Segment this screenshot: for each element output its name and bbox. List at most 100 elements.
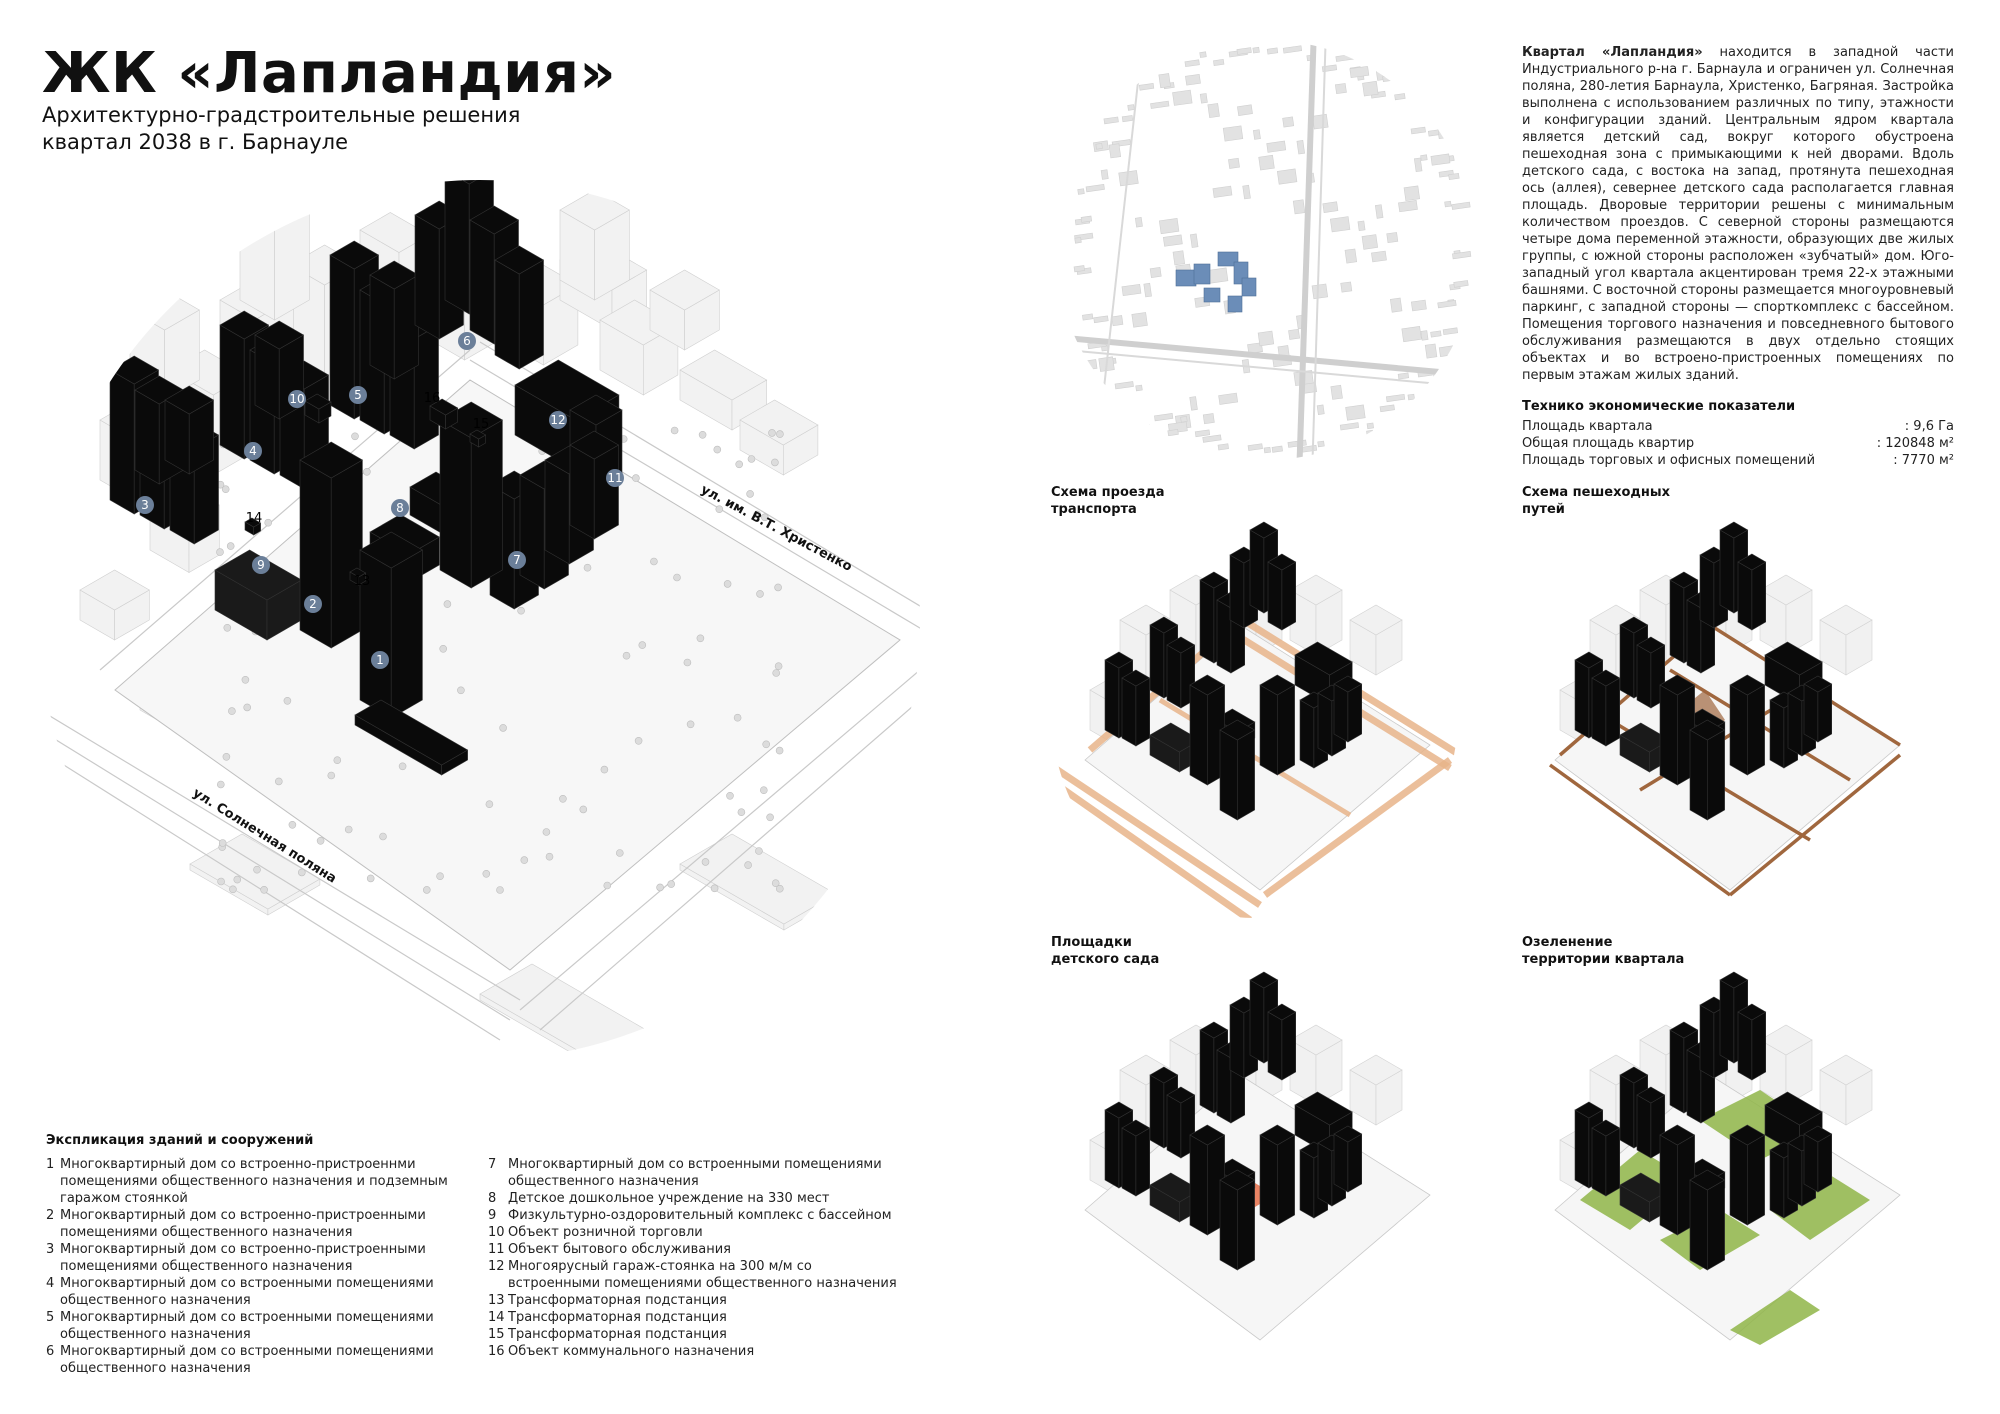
building-4 <box>1166 1086 1196 1159</box>
legend-item-text: Объект коммунального назначения <box>508 1344 755 1359</box>
building-1 <box>1219 719 1256 821</box>
location-map <box>1056 40 1476 460</box>
legend-item-text: Многоквартирный дом со встроенно-пристро… <box>60 1208 426 1240</box>
legend-item-number: 5 <box>46 1310 55 1325</box>
building-marker: 3 <box>136 496 154 514</box>
legend-item-number: 6 <box>46 1344 55 1359</box>
object-number: 16 <box>424 391 441 406</box>
building-10-retail <box>304 393 332 424</box>
context-building <box>1289 1024 1343 1106</box>
legend-item: 9 Физкультурно-оздоровительный комплекс с… <box>488 1207 908 1224</box>
scheme-kindergarten-diagram <box>1052 962 1458 1368</box>
building-marker: 1 <box>371 651 389 669</box>
building-3 <box>1591 669 1621 747</box>
object-number: 13 <box>354 574 371 589</box>
building-marker: 12 <box>549 411 567 429</box>
building-3 <box>1121 1119 1151 1197</box>
tep-row-commercial: Площадь торговых и офисных помещений : 7… <box>1522 452 1954 469</box>
legend-item-text: Детское дошкольное учреждение на 330 мес… <box>508 1191 830 1206</box>
substation-15 <box>469 429 487 448</box>
building-marker: 5 <box>349 386 367 404</box>
tep-label: Площадь квартала <box>1522 419 1653 434</box>
marker-number: 1 <box>376 653 384 667</box>
building-7 <box>1333 675 1363 743</box>
context-building <box>1819 604 1873 676</box>
building-1 <box>1219 1169 1256 1271</box>
marker-number: 6 <box>463 334 471 348</box>
scheme-caption-greenery: Озеленение территории квартала <box>1522 935 1685 967</box>
legend-item-number: 4 <box>46 1276 55 1291</box>
building-marker: 6 <box>458 332 476 350</box>
building-1 <box>1689 719 1726 821</box>
marker-number: 7 <box>513 553 521 567</box>
building-7 <box>1333 1125 1363 1193</box>
legend-item-number: 11 <box>488 1242 505 1257</box>
legend-item-number: 2 <box>46 1208 55 1223</box>
building-1-tower <box>439 401 504 589</box>
marker-number: 4 <box>249 444 257 458</box>
building-4 <box>1636 636 1666 709</box>
legend-item-text: Многоквартирный дом со встроенными помещ… <box>508 1157 882 1189</box>
scheme-caption-pedestrian: Схема пешеходных путей <box>1522 485 1671 517</box>
building-16-utility <box>429 398 459 430</box>
legend-heading: Экспликация зданий и сооружений <box>46 1133 314 1148</box>
context-building <box>1349 1054 1403 1126</box>
tep-value: : 120848 м² <box>1876 436 1954 451</box>
building-marker: 8 <box>391 499 409 517</box>
scheme-caption-transport: Схема проезда транспорта <box>1051 485 1165 517</box>
context-building <box>679 349 768 431</box>
legend-item-number: 7 <box>488 1157 497 1172</box>
building-5-wing <box>369 260 420 380</box>
object-number: 14 <box>246 511 263 526</box>
context-building <box>1759 1024 1813 1106</box>
tep-value: : 7770 м² <box>1893 453 1954 468</box>
context-building <box>1349 604 1403 676</box>
building-2-tower <box>299 441 364 649</box>
scheme-greenery-diagram <box>1522 962 1928 1368</box>
legend-item-number: 1 <box>46 1157 55 1172</box>
building-7-tower <box>569 430 620 540</box>
context-building <box>1289 574 1343 656</box>
legend-item-number: 9 <box>488 1208 497 1223</box>
main-axonometric-map: ул. им. В.Т. Христенко ул. Солнечная пол… <box>40 180 920 1060</box>
context-building <box>559 189 630 301</box>
legend-item-number: 13 <box>488 1293 505 1308</box>
tep-value: : 9,6 Га <box>1904 419 1954 434</box>
legend-item: 7 Многоквартирный дом со встроенными поме… <box>488 1156 908 1190</box>
marker-number: 11 <box>607 471 622 485</box>
legend-item-number: 10 <box>488 1225 505 1240</box>
legend-item: 2 Многоквартирный дом со встроенно-пристр… <box>46 1207 466 1241</box>
building-marker: 7 <box>508 551 526 569</box>
marker-number: 2 <box>309 597 317 611</box>
building-6 <box>1267 553 1297 631</box>
description-lead: Квартал «Лапландия» <box>1522 45 1703 60</box>
building-1-podium <box>354 699 469 776</box>
scheme-caption-kindergarten: Площадки детского сада <box>1051 935 1160 967</box>
substation-13 <box>349 567 367 586</box>
legend-item-text: Трансформаторная подстанция <box>508 1327 727 1342</box>
tep-row-area: Площадь квартала : 9,6 Га <box>1522 418 1954 435</box>
building-6-tower <box>494 245 545 370</box>
location-highlight-block <box>1175 251 1257 313</box>
legend-item-text: Физкультурно-оздоровительный комплекс с … <box>508 1208 892 1223</box>
context-building <box>649 269 720 351</box>
legend-item-text: Объект бытового обслуживания <box>508 1242 732 1257</box>
building-marker: 2 <box>304 595 322 613</box>
tep-label: Площадь торговых и офисных помещений <box>1522 453 1816 468</box>
building-3 <box>1121 669 1151 747</box>
building-6 <box>1267 1003 1297 1081</box>
tep-heading: Технико экономические показатели <box>1522 399 1796 414</box>
legend-item-number: 12 <box>488 1259 505 1274</box>
subtitle-line-1: Архитектурно-градстроительные решения <box>42 103 521 127</box>
marker-number: 9 <box>257 558 265 572</box>
legend-item-text: Многоквартирный дом со встроенно-пристро… <box>60 1242 426 1274</box>
tep-row-apartments: Общая площадь квартир : 120848 м² <box>1522 435 1954 452</box>
building-marker: 9 <box>252 556 270 574</box>
